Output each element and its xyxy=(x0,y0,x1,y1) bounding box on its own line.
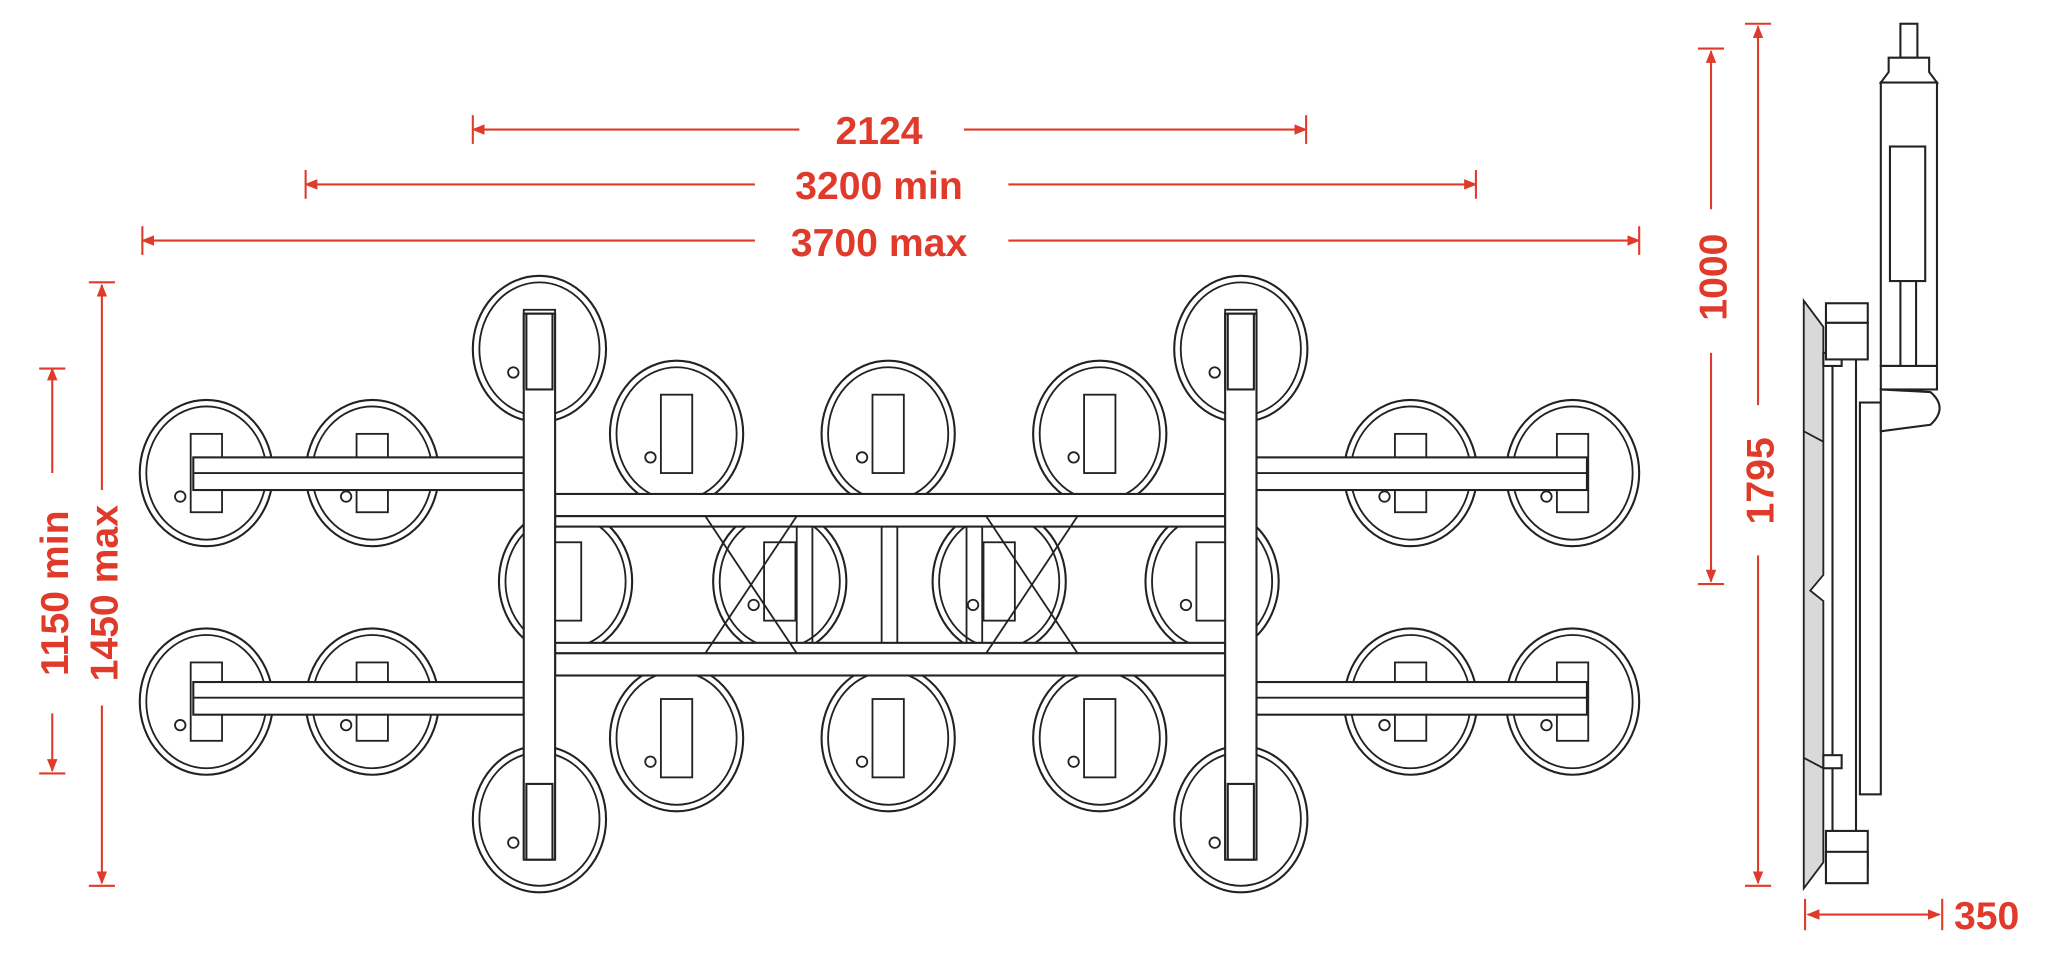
cup-valve xyxy=(966,598,980,612)
dim-2124: 2124 xyxy=(835,110,922,153)
beam-top-inner xyxy=(554,515,1227,528)
side-cone xyxy=(1878,56,1940,84)
cup-valve xyxy=(855,755,869,768)
vertical-bar xyxy=(522,312,557,861)
cup-valve xyxy=(339,490,353,503)
cup-mount xyxy=(982,541,1016,622)
suction-cup xyxy=(608,359,745,509)
dim-1150-min: 1150 min xyxy=(34,510,77,676)
suction-cup xyxy=(1144,507,1280,656)
dim-3200-min: 3200 min xyxy=(795,165,963,208)
cup-valve xyxy=(1067,755,1080,768)
dim-3700-max: 3700 max xyxy=(791,222,968,265)
dim-1450-max: 1450 max xyxy=(84,505,127,682)
side-view xyxy=(1802,22,1941,892)
top-view xyxy=(138,274,1641,894)
cup-mount xyxy=(871,698,905,779)
cup-mount xyxy=(659,393,694,474)
cup-valve xyxy=(1208,366,1221,379)
bar-end-block xyxy=(1226,312,1255,391)
vertical-bar xyxy=(1224,312,1258,861)
bar-end-block xyxy=(525,782,554,861)
cup-valve xyxy=(339,718,353,732)
cup-valve xyxy=(747,598,760,612)
cup-valve xyxy=(174,490,187,503)
suction-cup xyxy=(497,507,634,656)
cup-valve xyxy=(1540,718,1553,732)
cup-valve xyxy=(1208,836,1221,849)
beam-bottom-inner xyxy=(554,641,1227,655)
side-handle xyxy=(1879,388,1941,433)
dim-1795: 1795 xyxy=(1740,437,1783,524)
dim-350: 350 xyxy=(1954,895,2019,938)
cup-valve xyxy=(1179,598,1193,612)
bar-end-block xyxy=(525,312,554,391)
suction-cup xyxy=(608,664,745,813)
cup-mount xyxy=(871,393,905,474)
cup-valve xyxy=(1378,490,1391,503)
cup-valve xyxy=(1540,490,1553,503)
cross-brace xyxy=(704,515,798,654)
cup-valve xyxy=(1067,451,1080,464)
beam-top xyxy=(554,492,1227,518)
cup-valve xyxy=(1378,718,1391,732)
side-hook-rod xyxy=(1899,22,1919,59)
dimensions: 2124 3200 min 3700 max 1150 min 1450 max… xyxy=(34,22,2019,938)
suction-cup xyxy=(1032,664,1168,813)
cup-valve xyxy=(174,718,187,732)
beam-bottom xyxy=(554,652,1227,677)
cup-valve xyxy=(507,836,520,849)
side-suction-pad xyxy=(1802,297,1825,892)
cup-valve xyxy=(644,451,657,464)
side-top-block xyxy=(1824,302,1869,324)
bar-end-block xyxy=(1226,782,1255,861)
cup-valve xyxy=(507,366,520,379)
cup-mount xyxy=(1083,393,1117,474)
cross-brace xyxy=(985,515,1079,654)
cup-valve xyxy=(855,451,869,464)
suction-cup xyxy=(820,359,956,509)
cup-mount xyxy=(1083,698,1117,779)
suction-cup xyxy=(712,507,848,656)
suction-cup xyxy=(820,664,956,813)
cup-valve xyxy=(644,755,657,768)
cup-mount xyxy=(659,698,694,779)
suction-cup xyxy=(1032,359,1168,509)
side-plate xyxy=(1858,401,1882,796)
dim-1000: 1000 xyxy=(1693,234,1736,321)
